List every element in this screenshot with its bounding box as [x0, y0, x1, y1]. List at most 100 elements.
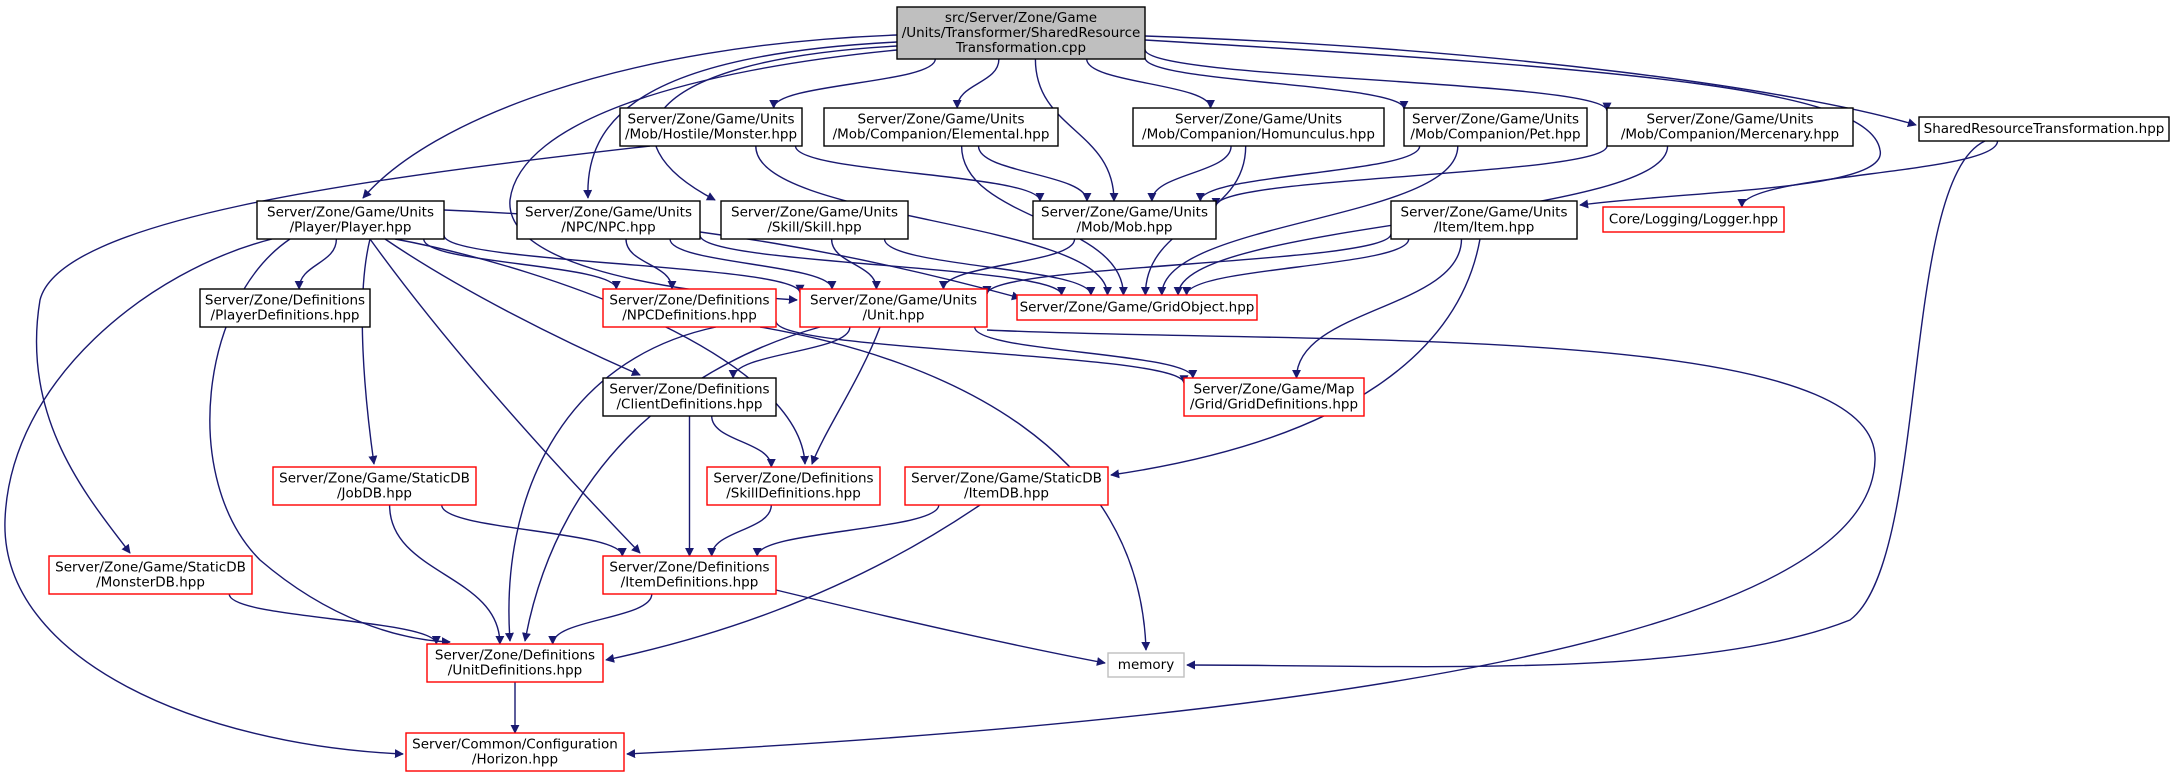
node-root[interactable]: src/Server/Zone/Game/Units/Transformer/S…	[896, 6, 1146, 60]
node-label-unit_hpp-line-1: /Unit.hpp	[862, 308, 924, 324]
node-gridobject_hpp[interactable]: Server/Zone/Game/GridObject.hpp	[1016, 294, 1258, 321]
node-label-logger_hpp-line-0: Core/Logging/Logger.hpp	[1609, 212, 1778, 228]
node-mercenary_hpp[interactable]: Server/Zone/Game/Units/Mob/Companion/Mer…	[1606, 107, 1854, 147]
node-label-monsterdb_hpp-line-1: /MonsterDB.hpp	[96, 575, 205, 591]
edge-root-to-item_hpp	[1144, 39, 1881, 209]
node-label-player_hpp-line-0: Server/Zone/Game/Units	[267, 205, 434, 221]
node-label-skilldefs_hpp-line-1: /SkillDefinitions.hpp	[726, 486, 861, 502]
edge-layer	[4, 34, 1999, 759]
edge-shared_hpp-to-logger_hpp	[1737, 140, 1999, 208]
edge-unit_hpp-to-horizon_hpp	[626, 329, 1876, 759]
edge-root-to-shared_hpp	[1144, 35, 1917, 127]
node-label-clientdefs_hpp-line-1: /ClientDefinitions.hpp	[616, 397, 762, 413]
node-clientdefs_hpp[interactable]: Server/Zone/Definitions/ClientDefinition…	[602, 377, 777, 417]
edge-itemdb_hpp-to-itemdefs_hpp	[752, 504, 940, 557]
edge-monster_hpp-to-monsterdb_hpp	[35, 145, 651, 554]
node-label-playerdefs_hpp-line-0: Server/Zone/Definitions	[205, 293, 365, 309]
node-label-homunculus_hpp-line-1: /Mob/Companion/Homunculus.hpp	[1142, 127, 1375, 143]
node-label-itemdb_hpp-line-0: Server/Zone/Game/StaticDB	[911, 471, 1102, 487]
node-label-pet_hpp-line-0: Server/Zone/Game/Units	[1412, 112, 1579, 128]
edge-item_hpp-to-itemdb_hpp	[1110, 238, 1481, 479]
node-label-horizon_hpp-line-0: Server/Common/Configuration	[412, 737, 618, 753]
node-label-griddefs_hpp-line-1: /Grid/GridDefinitions.hpp	[1190, 397, 1358, 413]
edge-root-to-monster_hpp	[769, 58, 936, 109]
node-memory[interactable]: memory	[1107, 652, 1185, 678]
edge-skill_hpp-to-unit_hpp	[830, 238, 881, 290]
node-box-item_hpp	[1390, 200, 1578, 240]
node-monster_hpp[interactable]: Server/Zone/Game/Units/Mob/Hostile/Monst…	[619, 107, 803, 147]
edge-unit_hpp-to-griddefs_hpp	[974, 326, 1198, 379]
node-itemdb_hpp[interactable]: Server/Zone/Game/StaticDB/ItemDB.hpp	[904, 466, 1109, 506]
node-label-mercenary_hpp-line-0: Server/Zone/Game/Units	[1647, 112, 1814, 128]
node-monsterdb_hpp[interactable]: Server/Zone/Game/StaticDB/MonsterDB.hpp	[48, 555, 253, 595]
node-player_hpp[interactable]: Server/Zone/Game/Units/Player/Player.hpp	[256, 200, 445, 240]
node-homunculus_hpp[interactable]: Server/Zone/Game/Units/Mob/Companion/Hom…	[1132, 107, 1385, 147]
edge-pet_hpp-to-gridobject_hpp	[1157, 145, 1459, 296]
node-horizon_hpp[interactable]: Server/Common/Configuration/Horizon.hpp	[405, 732, 625, 772]
node-unit_hpp[interactable]: Server/Zone/Game/Units/Unit.hpp	[799, 288, 988, 328]
edge-player_hpp-to-clientdefs_hpp	[384, 238, 641, 376]
node-label-monster_hpp-line-0: Server/Zone/Game/Units	[628, 112, 795, 128]
edge-player_hpp-to-horizon_hpp	[4, 238, 404, 759]
node-box-playerdefs_hpp	[199, 288, 371, 328]
node-logger_hpp[interactable]: Core/Logging/Logger.hpp	[1602, 206, 1785, 233]
node-item_hpp[interactable]: Server/Zone/Game/Units/Item/Item.hpp	[1390, 200, 1578, 240]
node-label-griddefs_hpp-line-0: Server/Zone/Game/Map	[1194, 382, 1355, 398]
node-elemental_hpp[interactable]: Server/Zone/Game/Units/Mob/Companion/Ele…	[823, 107, 1059, 147]
node-label-itemdb_hpp-line-1: /ItemDB.hpp	[964, 486, 1049, 502]
node-box-homunculus_hpp	[1132, 107, 1385, 147]
node-label-playerdefs_hpp-line-1: /PlayerDefinitions.hpp	[211, 308, 360, 324]
edge-jobdb_hpp-to-itemdefs_hpp	[441, 504, 627, 557]
node-box-unit_hpp	[799, 288, 988, 328]
edge-skill_hpp-to-gridobject_hpp	[883, 238, 1096, 296]
edge-homunculus_hpp-to-mob_hpp	[1147, 145, 1232, 202]
edge-unit_hpp-to-clientdefs_hpp	[728, 326, 851, 379]
node-label-npc_hpp-line-1: /NPC/NPC.hpp	[561, 220, 655, 236]
edge-pet_hpp-to-mob_hpp	[1195, 145, 1421, 202]
node-itemdefs_hpp[interactable]: Server/Zone/Definitions/ItemDefinitions.…	[602, 555, 777, 595]
node-skill_hpp[interactable]: Server/Zone/Game/Units/Skill/Skill.hpp	[720, 200, 909, 240]
edge-skilldefs_hpp-to-itemdefs_hpp	[707, 504, 772, 557]
node-unitdefs_hpp[interactable]: Server/Zone/Definitions/UnitDefinitions.…	[426, 643, 604, 683]
node-label-monsterdb_hpp-line-0: Server/Zone/Game/StaticDB	[55, 560, 246, 576]
node-jobdb_hpp[interactable]: Server/Zone/Game/StaticDB/JobDB.hpp	[272, 466, 477, 506]
node-npcdefs_hpp[interactable]: Server/Zone/Definitions/NPCDefinitions.h…	[602, 288, 777, 328]
node-mob_hpp[interactable]: Server/Zone/Game/Units/Mob/Mob.hpp	[1032, 200, 1217, 240]
node-npc_hpp[interactable]: Server/Zone/Game/Units/NPC/NPC.hpp	[516, 200, 701, 240]
node-label-skilldefs_hpp-line-0: Server/Zone/Definitions	[713, 471, 873, 487]
node-griddefs_hpp[interactable]: Server/Zone/Game/Map/Grid/GridDefinition…	[1183, 377, 1365, 417]
node-box-shared_hpp	[1918, 116, 2170, 142]
node-label-npcdefs_hpp-line-1: /NPCDefinitions.hpp	[622, 308, 757, 324]
node-box-skilldefs_hpp	[706, 466, 881, 506]
edge-unit_hpp-to-unitdefs_hpp	[522, 326, 821, 642]
edge-npcdefs_hpp-to-unitdefs_hpp	[504, 326, 717, 642]
edge-root-to-mercenary_hpp	[1144, 49, 1612, 112]
node-pet_hpp[interactable]: Server/Zone/Game/Units/Mob/Companion/Pet…	[1403, 107, 1588, 147]
node-label-memory-line-0: memory	[1118, 657, 1174, 673]
edge-itemdb_hpp-to-unitdefs_hpp	[605, 504, 981, 663]
edge-itemdefs_hpp-to-memory	[775, 589, 1106, 666]
node-shared_hpp[interactable]: SharedResourceTransformation.hpp	[1918, 116, 2170, 142]
node-label-root-line-1: /Units/Transformer/SharedResource	[902, 25, 1141, 41]
node-label-elemental_hpp-line-0: Server/Zone/Game/Units	[858, 112, 1025, 128]
node-label-mob_hpp-line-0: Server/Zone/Game/Units	[1041, 205, 1208, 221]
node-label-root-line-2: Transformation.cpp	[955, 40, 1086, 56]
edge-player_hpp-to-jobdb_hpp	[361, 238, 378, 465]
edge-itemdefs_hpp-to-unitdefs_hpp	[548, 593, 653, 645]
node-playerdefs_hpp[interactable]: Server/Zone/Definitions/PlayerDefinition…	[199, 288, 371, 328]
node-label-elemental_hpp-line-1: /Mob/Companion/Elemental.hpp	[833, 127, 1050, 143]
edge-root-to-pet_hpp	[1144, 57, 1409, 110]
node-skilldefs_hpp[interactable]: Server/Zone/Definitions/SkillDefinitions…	[706, 466, 881, 506]
node-box-mob_hpp	[1032, 200, 1217, 240]
node-box-mercenary_hpp	[1606, 107, 1854, 147]
node-label-itemdefs_hpp-line-0: Server/Zone/Definitions	[609, 560, 769, 576]
node-box-griddefs_hpp	[1183, 377, 1365, 417]
node-label-npcdefs_hpp-line-0: Server/Zone/Definitions	[609, 293, 769, 309]
node-label-homunculus_hpp-line-0: Server/Zone/Game/Units	[1175, 112, 1342, 128]
edge-root-to-elemental_hpp	[952, 58, 1000, 109]
node-box-memory	[1107, 652, 1185, 678]
edge-root-to-mob_hpp	[1034, 58, 1119, 202]
node-label-gridobject_hpp-line-0: Server/Zone/Game/GridObject.hpp	[1020, 300, 1255, 316]
edge-root-to-unit_hpp	[509, 49, 898, 304]
